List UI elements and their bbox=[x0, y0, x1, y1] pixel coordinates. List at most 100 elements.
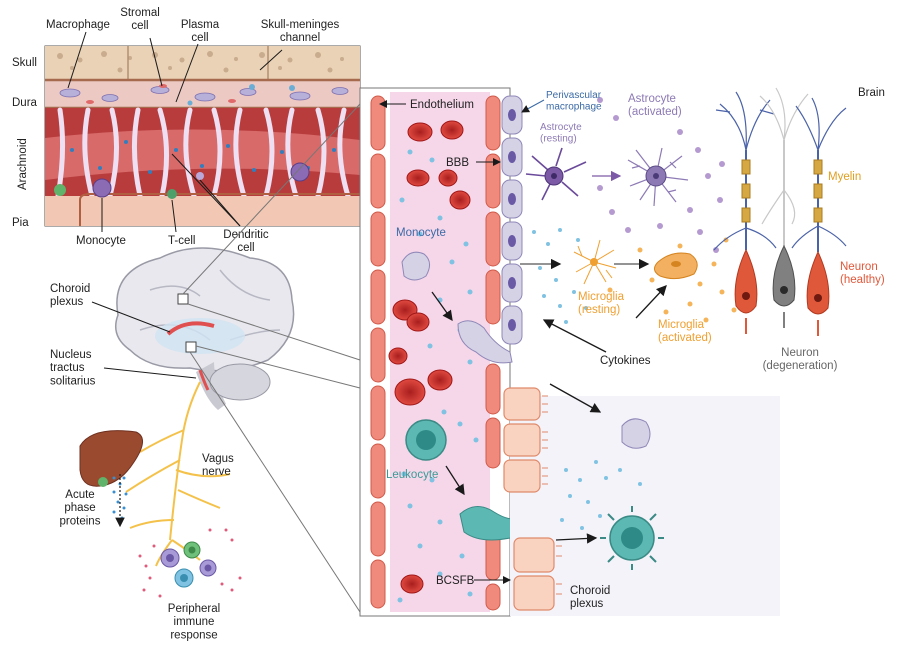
csf-monocyte bbox=[621, 418, 651, 449]
arachnoid-vessel bbox=[45, 129, 360, 180]
cp-microvilli bbox=[542, 395, 562, 595]
label-arachnoid: Arachnoid bbox=[17, 138, 29, 190]
choroid-plexus-panel bbox=[503, 387, 780, 616]
pia-layer bbox=[45, 196, 360, 226]
label-cp-vessel-text: Choroid bbox=[570, 585, 610, 597]
peripheral-cytokines bbox=[138, 528, 242, 598]
label-brain: Brain bbox=[858, 87, 885, 99]
label-neuron-healthy: Neuron(healthy) bbox=[840, 261, 885, 286]
vagus-nerve bbox=[125, 381, 231, 567]
label-astro-activated: Astrocyte(activated) bbox=[628, 93, 682, 118]
skull-texture bbox=[57, 51, 344, 73]
brain-leaders bbox=[91, 301, 197, 379]
label-cytokines: Cytokines bbox=[600, 355, 651, 367]
brain-parenchyma bbox=[525, 87, 847, 336]
label-neuron-healthy-text-line-2: (healthy) bbox=[840, 274, 885, 286]
label-monocyte-meninges: Monocyte bbox=[76, 235, 126, 247]
choroid-plexus-brain bbox=[166, 321, 215, 336]
astro-dots bbox=[597, 97, 725, 253]
vessel-panel bbox=[359, 87, 541, 617]
liver-shape bbox=[79, 430, 143, 487]
monocyte-cell bbox=[92, 178, 112, 198]
dura-stars bbox=[187, 84, 295, 106]
endothelium-right bbox=[485, 95, 501, 611]
cp-epithelium bbox=[503, 387, 555, 611]
label-choroid-brain-text: Choroid bbox=[50, 283, 90, 295]
label-leukocyte: Leukocyte bbox=[386, 469, 438, 481]
tcell-cell bbox=[167, 189, 177, 199]
arachnoid-macrophage bbox=[290, 162, 310, 182]
label-peripheral-text-line-3: response bbox=[170, 629, 217, 641]
label-bbb: BBB bbox=[446, 157, 469, 169]
label-cp-vessel-text-line-2: plexus bbox=[570, 598, 603, 610]
csf-dots bbox=[560, 460, 642, 530]
label-neuron-healthy-text: Neuron bbox=[840, 261, 878, 273]
microglia-dots bbox=[607, 237, 737, 323]
dura-cells bbox=[59, 86, 349, 102]
cytokine-dots bbox=[532, 228, 588, 324]
skull-layer bbox=[45, 46, 360, 80]
peripheral-cells bbox=[160, 541, 217, 588]
label-acute-text-line-3: proteins bbox=[60, 515, 101, 527]
vessel-monocyte bbox=[401, 251, 430, 281]
neuron-healthy-2 bbox=[791, 97, 847, 336]
label-stromal-text: Stromal bbox=[120, 7, 160, 19]
label-nts-text-line-2: tractus bbox=[50, 362, 85, 374]
label-mg-resting-text: Microglia bbox=[578, 291, 625, 303]
dura-red-cells bbox=[86, 84, 236, 104]
transmigrating-monocyte bbox=[457, 320, 513, 364]
vessel-leaders bbox=[379, 100, 511, 584]
label-bcsfb: BCSFB bbox=[436, 575, 475, 587]
label-nts-text-line-3: solitarius bbox=[50, 375, 96, 387]
zoom-box-meninges bbox=[177, 293, 189, 305]
label-astro-resting-text-line-2: (resting) bbox=[540, 134, 577, 145]
label-pia: Pia bbox=[12, 217, 29, 229]
label-mg-resting-text-line-2: (resting) bbox=[578, 304, 620, 316]
label-channel-text-line-2: channel bbox=[280, 32, 320, 44]
neuron-healthy-1 bbox=[713, 91, 777, 334]
label-vagus-text-line-2: nerve bbox=[202, 466, 231, 478]
bbb-nuclei bbox=[508, 109, 516, 331]
label-astro-activated-text: Astrocyte bbox=[628, 93, 676, 105]
brain-overview bbox=[115, 247, 295, 410]
label-neuron-degen-text: Neuron bbox=[781, 347, 819, 359]
vessel-labels: Endothelium BBB Monocyte Leukocyte BCSFB… bbox=[386, 99, 610, 610]
label-microglia-resting: Microglia(resting) bbox=[578, 291, 625, 316]
brain-side-leaders bbox=[521, 99, 545, 113]
label-peripheral-text: Peripheral bbox=[168, 603, 220, 615]
label-channel-text: Skull-meninges bbox=[261, 19, 340, 31]
microglia-resting-body bbox=[590, 258, 598, 266]
label-microglia-activated: Microglia(activated) bbox=[658, 319, 712, 344]
label-plasma-text-line-2: cell bbox=[191, 32, 208, 44]
label-monocyte-vessel: Monocyte bbox=[396, 227, 446, 239]
csf-leukocyte bbox=[600, 506, 664, 570]
label-macrophage: Macrophage bbox=[46, 19, 110, 31]
label-plasma-text: Plasma bbox=[181, 19, 220, 31]
label-acute-text-line-2: phase bbox=[64, 502, 95, 514]
endothelium-left bbox=[370, 95, 386, 609]
dendritic-cell-shape bbox=[196, 172, 204, 180]
label-mg-activated-text-line-2: (activated) bbox=[658, 332, 712, 344]
label-acute-text: Acute bbox=[65, 489, 94, 501]
meninges-panel bbox=[44, 45, 361, 227]
cerebellum bbox=[209, 363, 271, 401]
label-choroid-brain-text-line-2: plexus bbox=[50, 296, 83, 308]
label-peripheral-text-line-2: immune bbox=[174, 616, 215, 628]
label-dendritic-text: Dendritic bbox=[223, 229, 269, 241]
label-astro-resting-text: Astrocyte bbox=[540, 122, 582, 133]
label-endothelium: Endothelium bbox=[410, 99, 474, 111]
label-neuron-degen: Neuron(degeneration) bbox=[763, 347, 838, 372]
meninges-leaders bbox=[67, 31, 283, 233]
meninges-labels: Skull Dura Arachnoid Pia Macrophage Stro… bbox=[12, 7, 340, 254]
vessel-dots bbox=[397, 149, 479, 603]
